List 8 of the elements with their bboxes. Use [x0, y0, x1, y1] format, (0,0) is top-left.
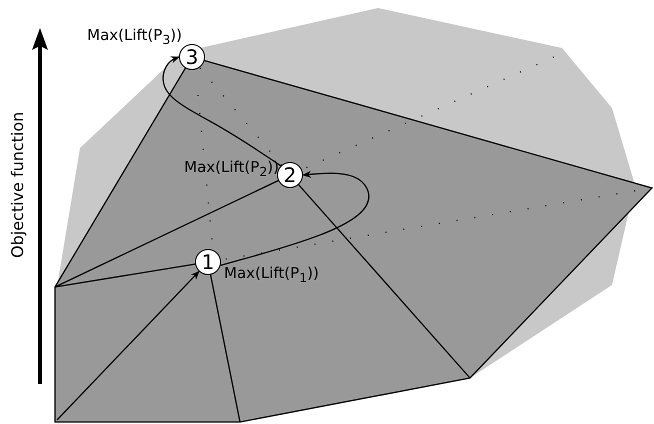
step-circle: 3 [179, 44, 205, 70]
arrow [220, 170, 370, 266]
step-label: Max(Lift(P$_{1}$)) [224, 264, 319, 285]
arrow [56, 270, 200, 420]
arrow [162, 56, 282, 166]
axis-label: Objective function [8, 112, 27, 258]
step-label: Max(Lift(P$_{3}$)) [87, 26, 182, 47]
step-label: Max(Lift(P$_{2}$)) [184, 158, 279, 179]
